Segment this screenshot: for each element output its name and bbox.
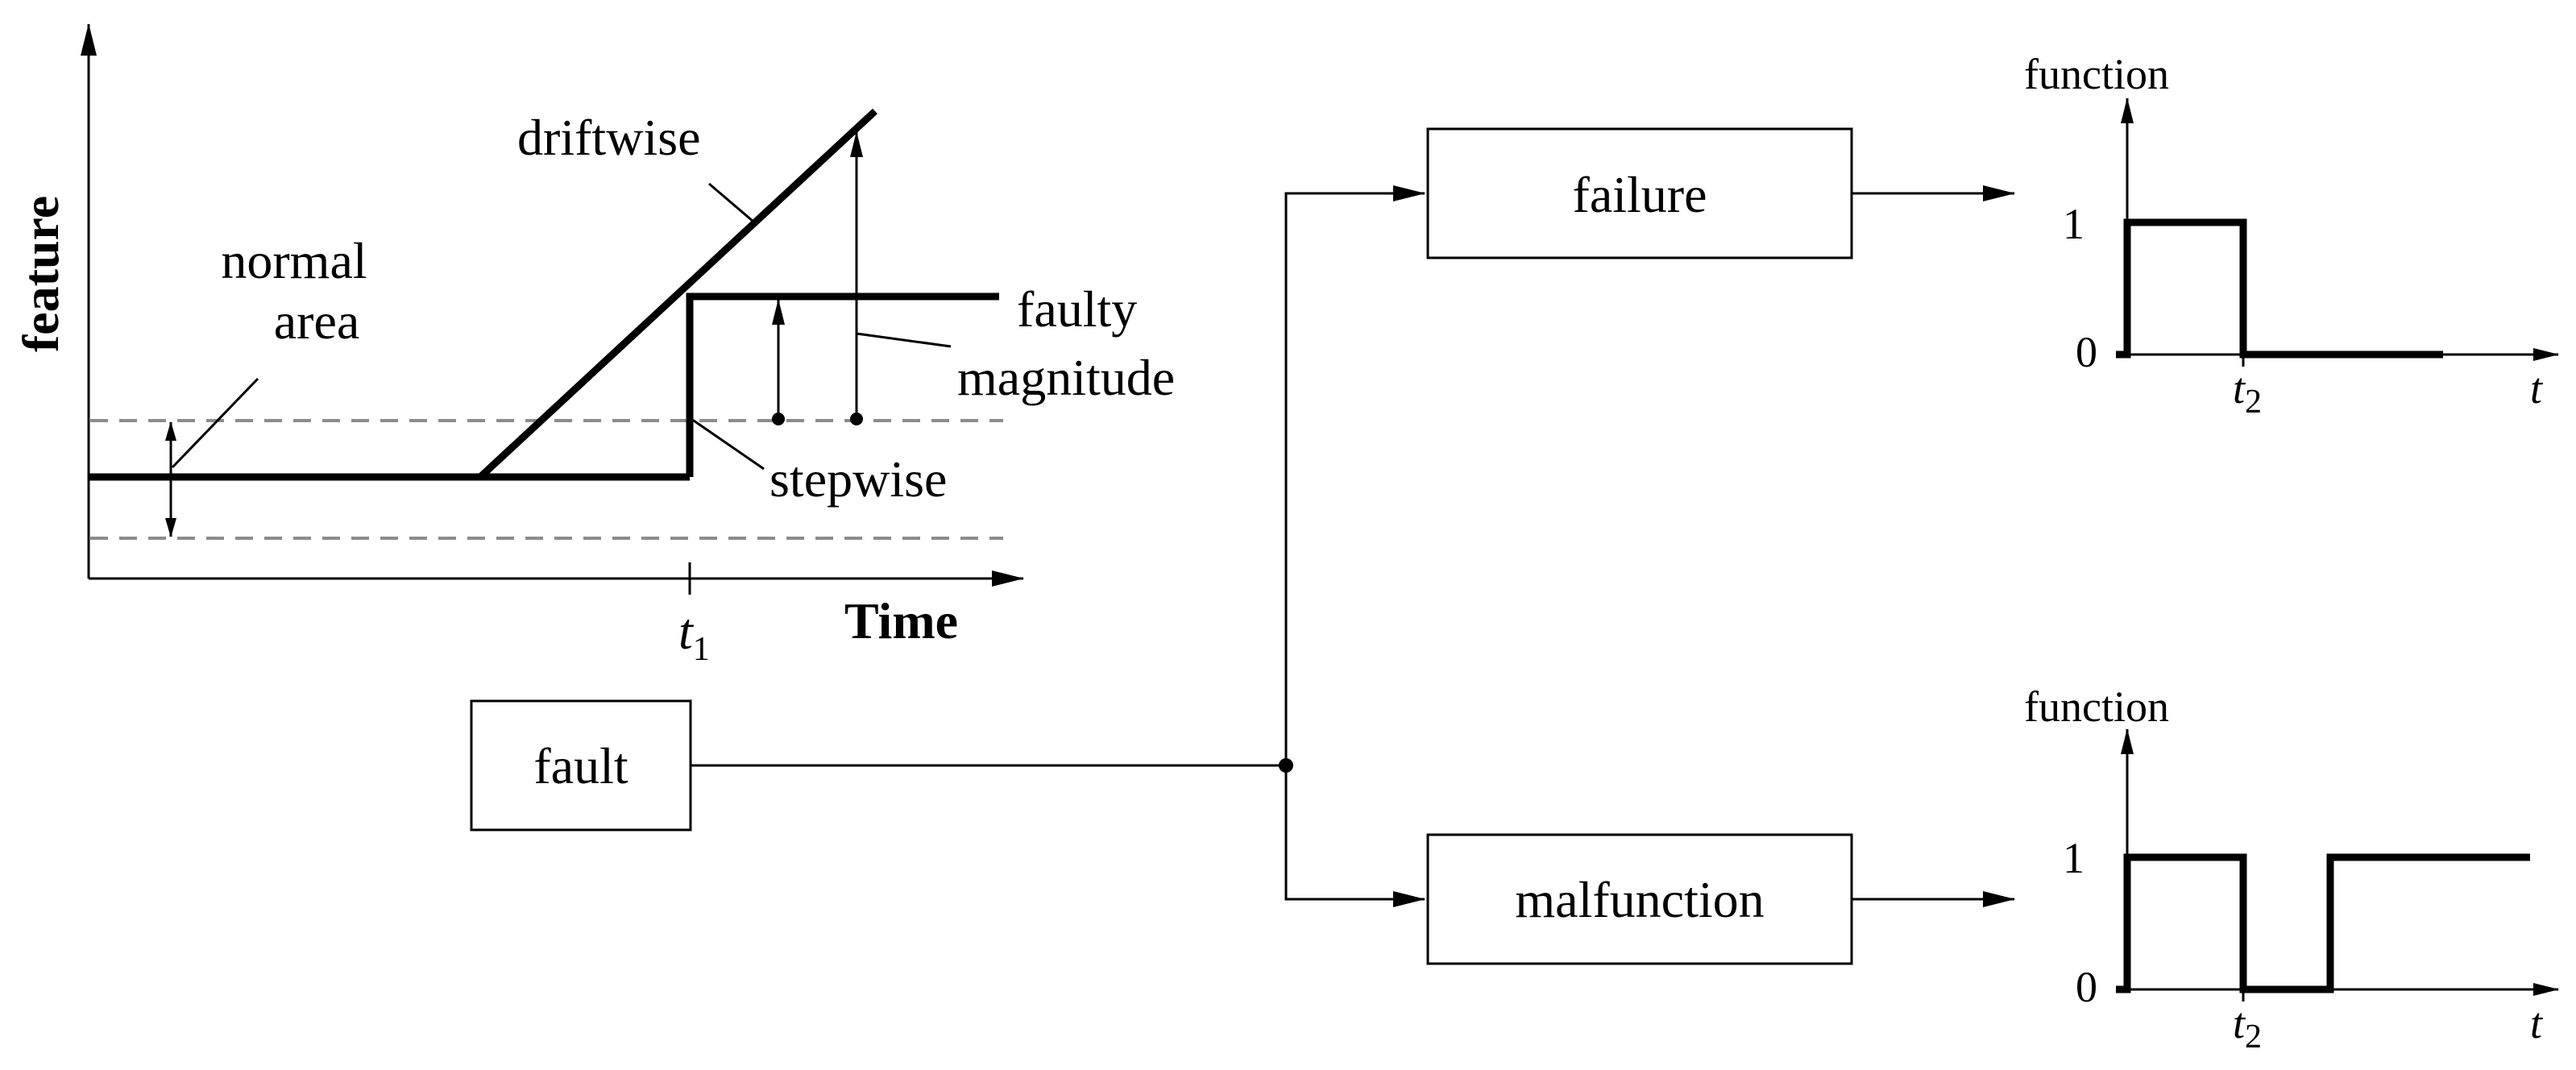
driftwise-fault-line — [477, 108, 878, 480]
failure-block-label: failure — [1573, 166, 1707, 223]
failure-tick-1: 1 — [2063, 200, 2084, 248]
failure-function-plot: function 1 0 t2 t — [2024, 50, 2559, 421]
malfunction-function-plot: function 1 0 t2 t — [2024, 682, 2559, 1055]
faulty-label: faulty — [1017, 280, 1137, 338]
flow-diagram: fault failure malfunction — [470, 127, 2015, 965]
feature-axis-label: feature — [12, 196, 69, 352]
driftwise-leader — [708, 182, 754, 223]
failure-t-axis-label: t — [2530, 364, 2544, 413]
magnitude-label: magnitude — [957, 349, 1175, 406]
failure-t2-label: t2 — [2233, 364, 2262, 421]
normal-area-leader — [171, 377, 259, 469]
branch-to-malfunction — [1284, 765, 1425, 907]
failure-block — [1426, 127, 1853, 259]
stepwise-label: stepwise — [769, 450, 947, 508]
feature-plot: feature Time normal area driftwise fault… — [12, 23, 1175, 668]
failure-tick-0: 0 — [2076, 328, 2097, 376]
stepwise-fault-line — [686, 292, 999, 477]
stepwise-leader — [691, 417, 765, 471]
malfunction-function-label: function — [2024, 682, 2169, 731]
normal-label-line2: area — [274, 292, 360, 350]
malfunction-block-label: malfunction — [1515, 871, 1764, 928]
malfunction-t-axis-label: t — [2530, 999, 2544, 1047]
failure-signal — [2116, 218, 2443, 359]
failure-function-label: function — [2024, 50, 2169, 98]
malfunction-tick-1: 1 — [2063, 834, 2084, 882]
malfunction-tick-0: 0 — [2076, 963, 2097, 1011]
fault-block-label: fault — [533, 737, 628, 794]
driftwise-label: driftwise — [517, 109, 701, 166]
normal-label-line1: normal — [221, 232, 367, 289]
time-axis-label: Time — [844, 592, 958, 649]
malfunction-signal — [2116, 853, 2530, 993]
faulty-magnitude-leader — [856, 332, 952, 348]
malfunction-block — [1426, 833, 1853, 965]
branch-to-failure — [1284, 185, 1425, 765]
t1-label: t1 — [678, 603, 710, 668]
malfunction-t2-label: t2 — [2233, 999, 2262, 1055]
